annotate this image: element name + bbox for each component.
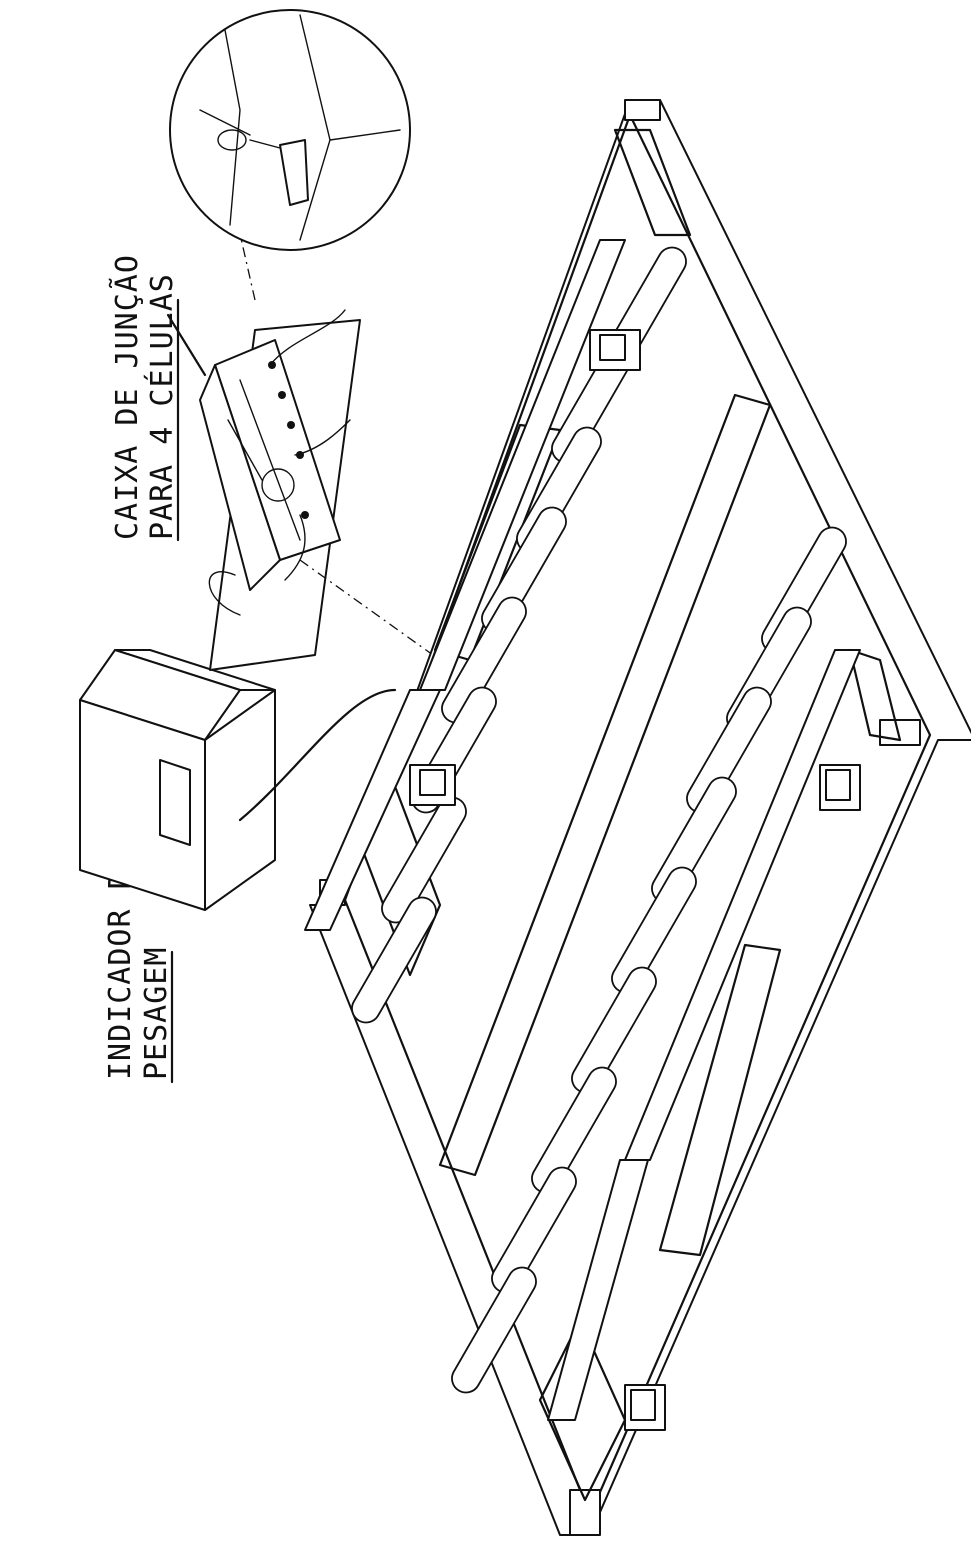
junction-label-line1: CAIXA DE JUNÇÃO (109, 254, 145, 540)
indicator-label-line1: INDICADOR DE (103, 851, 138, 1080)
rollers-lower (451, 526, 847, 1394)
magnifier-circle-icon (169, 9, 411, 251)
load-cell-icon (409, 329, 861, 1431)
side-rails (304, 239, 861, 1421)
indicator-label-line2: PESAGEM (139, 947, 174, 1080)
indicator-label: INDICADOR DE PESAGEM (103, 833, 186, 1084)
weighing-indicator-icon (79, 649, 397, 911)
junction-box-label: CAIXA DE JUNÇÃO PARA 4 CÉLULAS (109, 254, 207, 542)
junction-box-icon (199, 189, 441, 671)
central-spine (438, 393, 772, 1177)
junction-label-line2: PARA 4 CÉLULAS (144, 273, 180, 540)
